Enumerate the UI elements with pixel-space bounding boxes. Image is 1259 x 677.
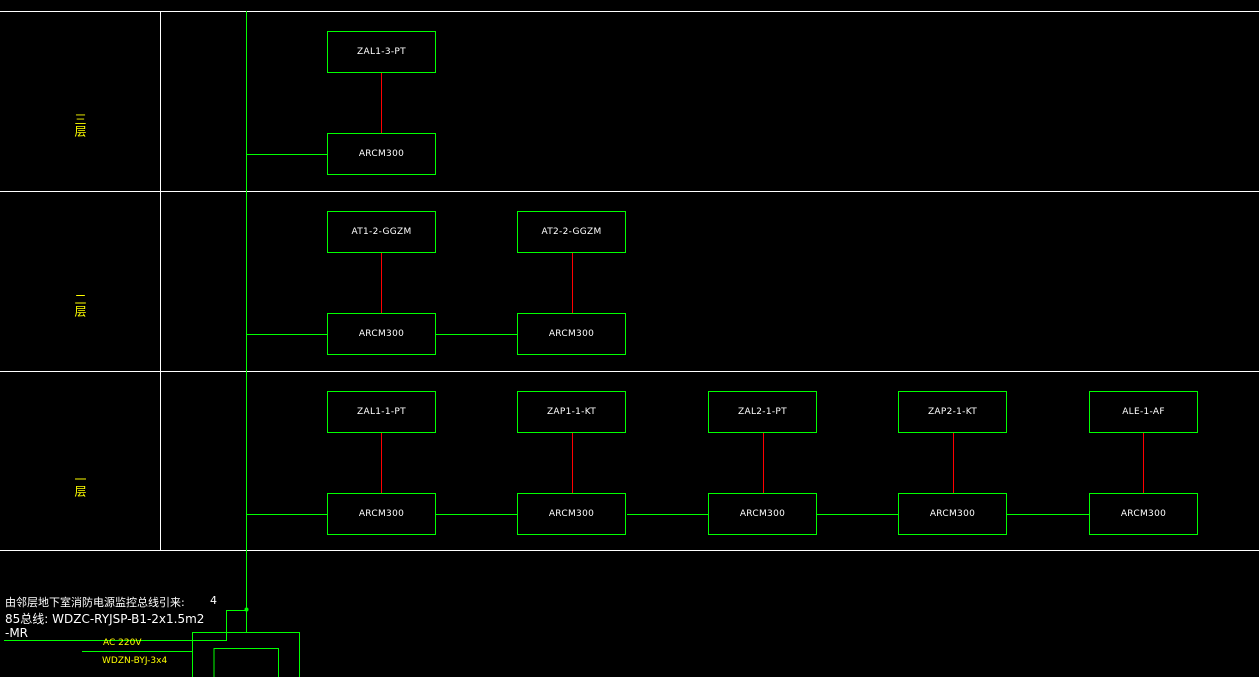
- monitor-module-box[interactable]: ARCM300: [327, 493, 436, 535]
- power-label: AC 220V: [103, 638, 142, 648]
- monitor-module-box[interactable]: ARCM300: [1089, 493, 1198, 535]
- distribution-panel-box[interactable]: AT2-2-GGZM: [517, 211, 626, 253]
- monitor-module-box[interactable]: ARCM300: [517, 313, 626, 355]
- cable-label: WDZN-BYJ-3x4: [102, 656, 168, 666]
- floor-label-1: 一层: [73, 473, 87, 497]
- floor-label-2: 二层: [73, 293, 87, 317]
- monitor-module-box[interactable]: ARCM300: [708, 493, 817, 535]
- monitor-module-box[interactable]: ARCM300: [327, 133, 436, 175]
- distribution-panel-box[interactable]: ZAL2-1-PT: [708, 391, 817, 433]
- distribution-panel-box[interactable]: AT1-2-GGZM: [327, 211, 436, 253]
- monitor-module-box[interactable]: ARCM300: [517, 493, 626, 535]
- source-note-line3: -MR: [5, 626, 29, 640]
- distribution-panel-box[interactable]: ZAL1-1-PT: [327, 391, 436, 433]
- monitor-module-box[interactable]: ARCM300: [898, 493, 1007, 535]
- distribution-panel-box[interactable]: ZAP1-1-KT: [517, 391, 626, 433]
- distribution-panel-box[interactable]: ALE-1-AF: [1089, 391, 1198, 433]
- distribution-panel-box[interactable]: ZAP2-1-KT: [898, 391, 1007, 433]
- monitor-module-box[interactable]: ARCM300: [327, 313, 436, 355]
- floor-label-3: 三层: [73, 113, 87, 137]
- terminal-box-outline: [213, 648, 279, 677]
- distribution-panel-box[interactable]: ZAL1-3-PT: [327, 31, 436, 73]
- source-note-line1: 由邻层地下室消防电源监控总线引来:: [5, 596, 185, 609]
- source-note-line2: 85总线: WDZC-RYJSP-B1-2x1.5m2: [5, 612, 205, 626]
- source-note-number: 4: [210, 594, 217, 607]
